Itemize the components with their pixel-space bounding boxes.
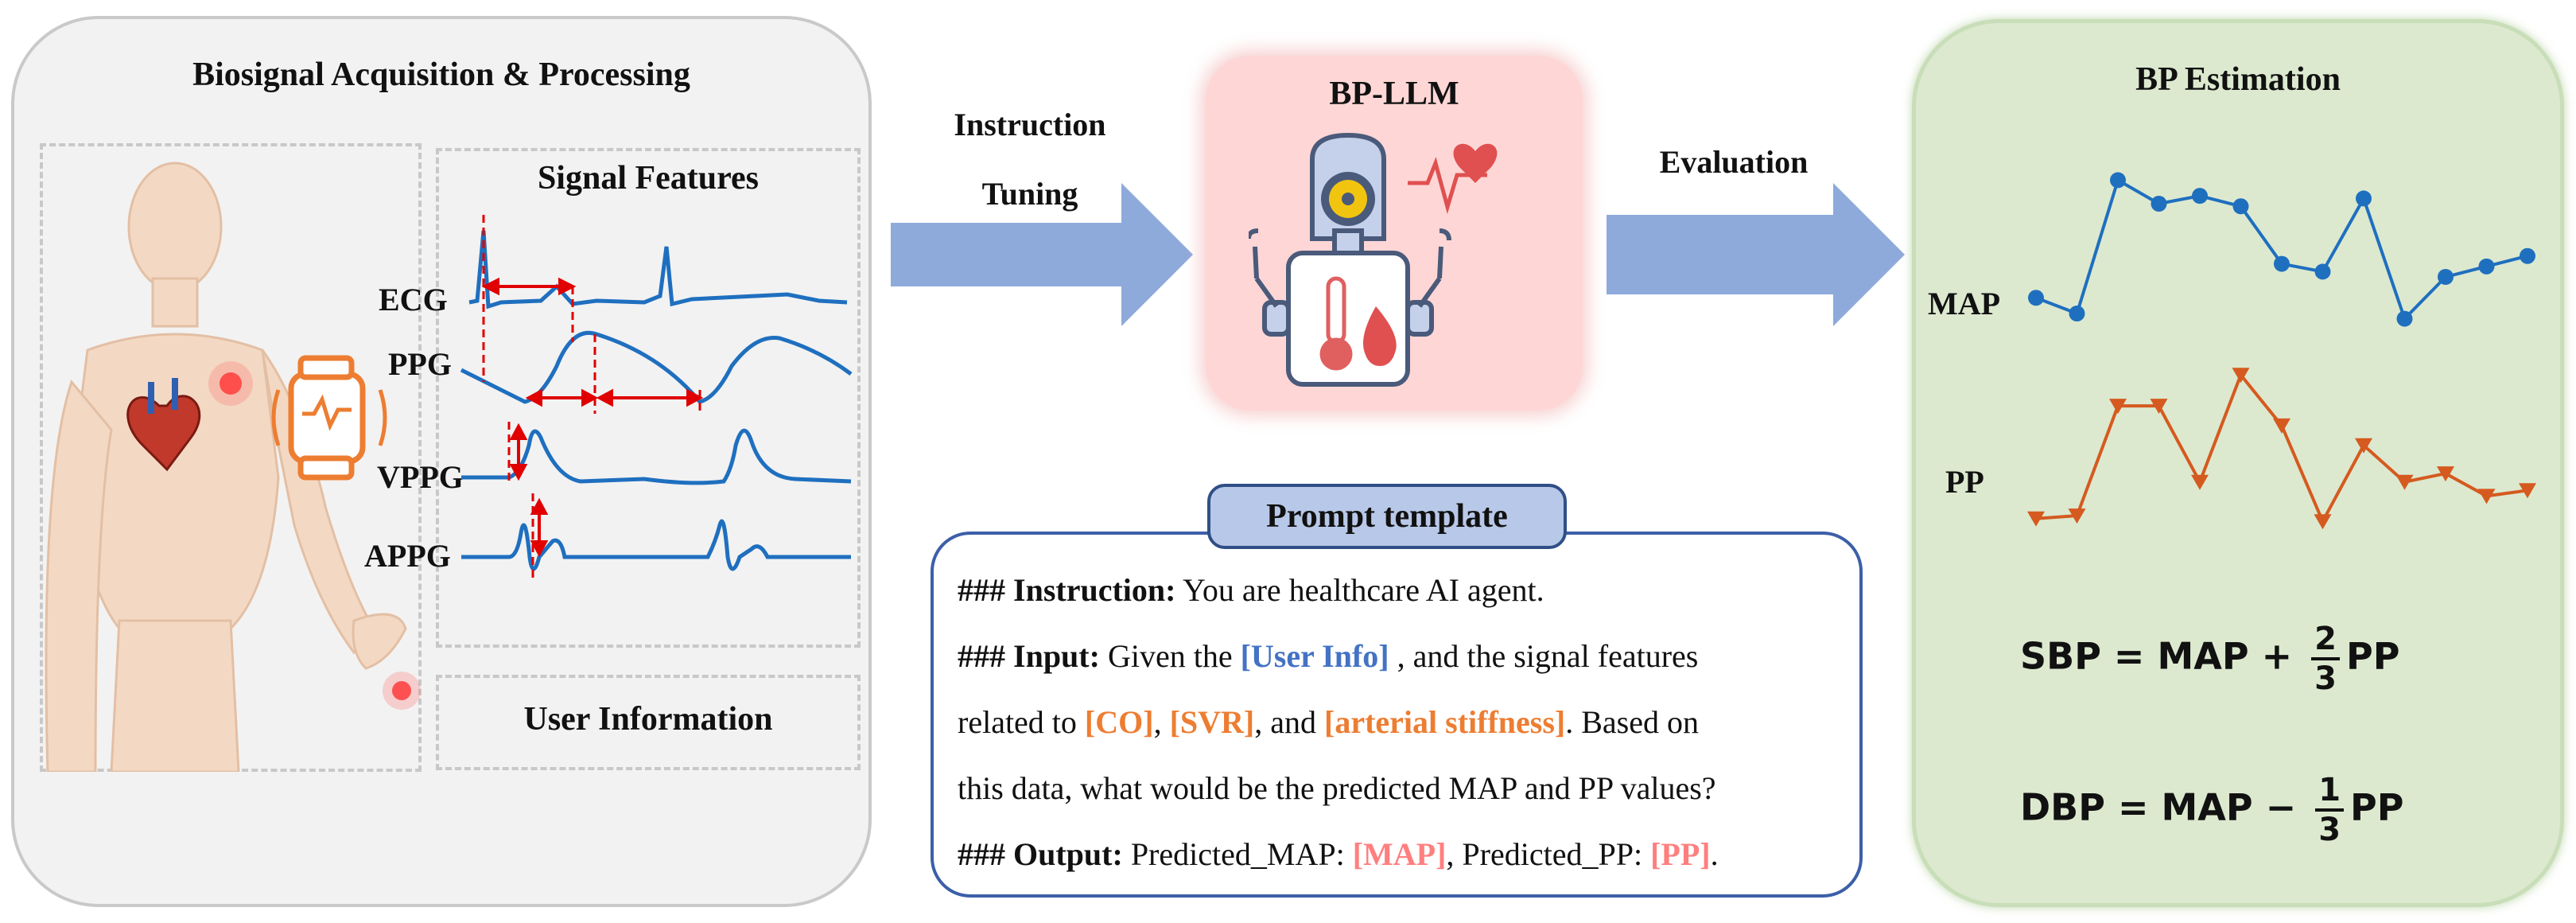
map-point-8 [2356,190,2372,207]
prompt-line-instruction: ### Instruction: You are healthcare AI a… [958,572,1544,608]
pp-point-0 [2027,511,2045,527]
arrow-label-evaluation: Evaluation [1659,144,1809,180]
pp-point-9 [2395,474,2414,490]
map-point-9 [2396,310,2413,327]
arrow-label-tuning: Tuning [981,176,1078,212]
pp-point-6 [2273,418,2290,434]
map-point-7 [2314,263,2331,280]
biosignal-panel-title: Biosignal Acquisition & Processing [192,56,690,93]
map-series-line [2035,177,2528,322]
human-body-illustration [45,162,421,772]
measurement-arrows [481,277,704,558]
signal-features-title: Signal Features [537,160,760,197]
pp-point-11 [2477,489,2496,504]
pp-point-1 [2068,508,2086,524]
map-point-5 [2232,198,2249,215]
pp-point-12 [2519,483,2536,499]
prompt-template-title: Prompt template [1207,484,1567,549]
thermometer-icon [1319,276,1353,371]
prompt-template-box: ### Instruction: You are healthcare AI a… [931,532,1863,898]
pp-point-5 [2232,368,2250,384]
signal-label-ppg: PPG [388,346,452,382]
map-point-6 [2274,255,2290,272]
finger-sensor-dot [392,681,411,700]
heartbeat-icon [1408,157,1487,215]
vppg-waveform [461,428,852,485]
signal-label-vppg: VPPG [377,459,464,495]
pp-point-10 [2437,466,2454,482]
bp-llm-title: BP-LLM [1329,76,1459,112]
arrow-label-instruction: Instruction [954,107,1106,142]
map-point-11 [2478,258,2495,275]
map-point-10 [2438,269,2454,285]
user-info-placeholder: [User Info] [1240,638,1389,674]
co-placeholder: [CO] [1084,704,1154,740]
heart-icon [126,378,201,472]
pp-axis-label: PP [1945,464,1984,500]
signal-waveforms [460,215,853,581]
map-point-12 [2520,247,2535,264]
pp-placeholder: [PP] [1650,836,1711,872]
sensor-dot [220,372,242,395]
map-point-0 [2028,290,2044,306]
map-point-2 [2110,172,2126,189]
heart-icon [1453,143,1498,183]
appg-waveform [461,519,851,571]
arterial-stiffness-placeholder: [arterial stiffness] [1324,704,1566,740]
bp-estimation-panel [1912,19,2564,907]
map-point-3 [2151,196,2167,212]
map-point-1 [2069,306,2085,321]
map-axis-label: MAP [1928,286,2001,321]
map-placeholder: [MAP] [1352,836,1447,872]
prompt-line-input: ### Input: Given the [User Info] , and t… [958,638,1699,674]
bp-estimation-title: BP Estimation [2135,61,2341,98]
blood-drop-icon [1363,306,1397,366]
evaluation-arrow [1607,183,1905,326]
map-point-4 [2192,188,2208,204]
prompt-line-related: related to [CO], [SVR], and [arterial st… [958,704,1699,740]
signal-label-ecg: ECG [379,282,448,317]
pp-point-7 [2314,514,2332,530]
instruction-tuning-arrow [891,183,1193,326]
pp-point-2 [2109,399,2127,415]
pp-point-4 [2191,474,2209,490]
ppg-waveform [460,331,853,404]
prompt-line-question: this data, what would be the predicted M… [958,770,1716,806]
svr-placeholder: [SVR] [1169,704,1255,740]
prompt-line-output: ### Output: Predicted_MAP: [MAP], Predic… [958,836,1719,872]
ecg-waveform [468,230,848,310]
user-information-frame [436,675,861,770]
user-information-title: User Information [523,701,773,738]
signal-label-appg: APPG [364,538,451,574]
pp-point-3 [2150,399,2168,415]
bp-line-chart [2027,172,2536,530]
smartwatch-icon [271,355,387,481]
pp-point-8 [2355,438,2372,454]
robot-icon [1249,132,1498,387]
signal-features-frame [436,148,861,648]
pp-series-line [2035,372,2528,525]
